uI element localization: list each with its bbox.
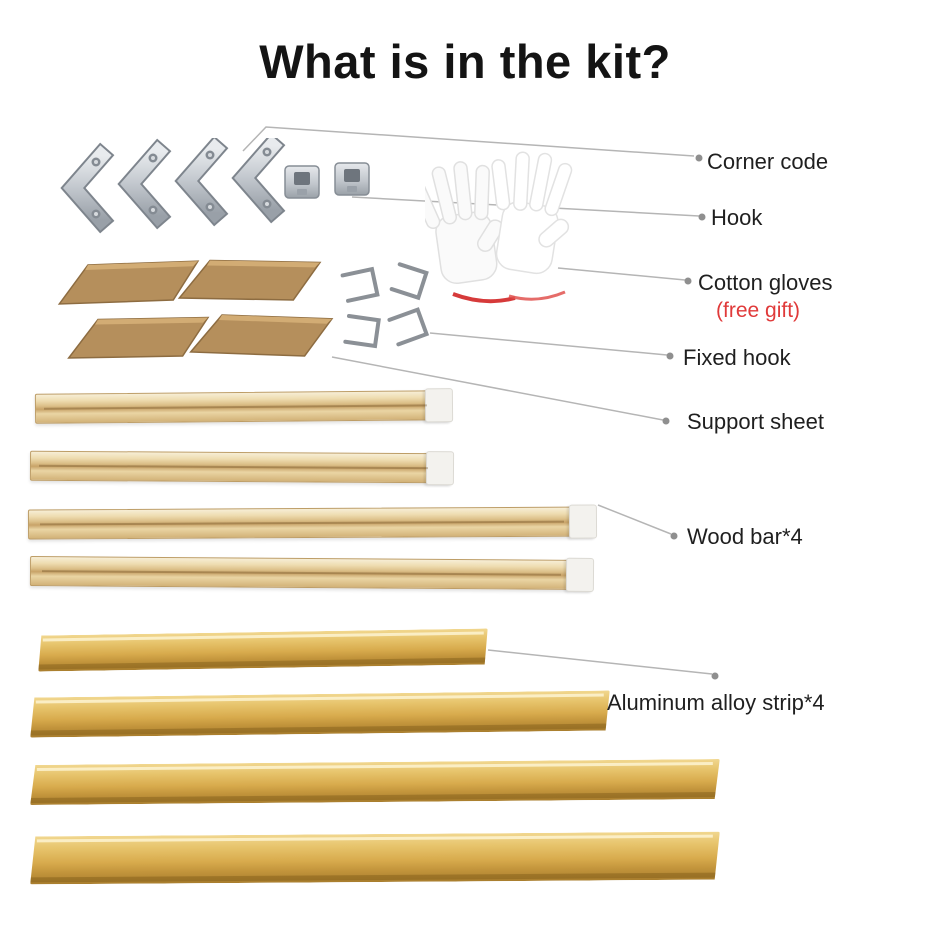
- wood-bar-end-cap: [424, 388, 454, 423]
- hooks-graphic: [284, 162, 370, 199]
- label-hook: Hook: [711, 205, 763, 230]
- fixed-hooks-graphic: [340, 262, 430, 349]
- cotton-gloves-graphic: [425, 148, 584, 304]
- label-cotton-gloves: Cotton gloves: [698, 270, 833, 295]
- leader-dot: [698, 213, 706, 221]
- wood-bar-end-cap: [565, 557, 595, 592]
- leader-aluminum-strip: [487, 649, 713, 675]
- label-aluminum-strip: Aluminum alloy strip*4: [607, 690, 825, 715]
- page-title: What is in the kit?: [259, 35, 671, 88]
- label-corner-code: Corner code: [707, 149, 829, 174]
- leader-dot: [695, 154, 703, 162]
- leader-dot: [662, 417, 670, 425]
- label-fixed-hook: Fixed hook: [683, 345, 791, 370]
- leader-dot: [670, 532, 678, 540]
- aluminum-strip-graphic: [30, 832, 720, 885]
- wood-bar-graphic: [34, 388, 454, 424]
- corner-brackets-graphic: [55, 138, 290, 238]
- leader-wood-bar: [597, 504, 672, 535]
- wood-bar-end-cap: [568, 504, 598, 539]
- support-sheets-graphic: [57, 259, 333, 359]
- leader-dot: [711, 672, 719, 680]
- wood-bar-graphic: [29, 556, 595, 592]
- leader-dot: [684, 277, 692, 285]
- label-wood-bar: Wood bar*4: [687, 524, 803, 549]
- leader-fixed-hook: [429, 332, 668, 356]
- label-support-sheet: Support sheet: [687, 409, 824, 434]
- aluminum-strip-graphic: [30, 690, 610, 737]
- aluminum-strip-graphic: [30, 759, 720, 805]
- wood-bar-graphic: [29, 450, 455, 486]
- aluminum-strip-graphic: [38, 628, 489, 671]
- wood-bar-end-cap: [425, 451, 455, 486]
- wood-bar-graphic: [27, 504, 598, 540]
- leader-dot: [666, 352, 674, 360]
- label-free-gift: (free gift): [716, 299, 801, 322]
